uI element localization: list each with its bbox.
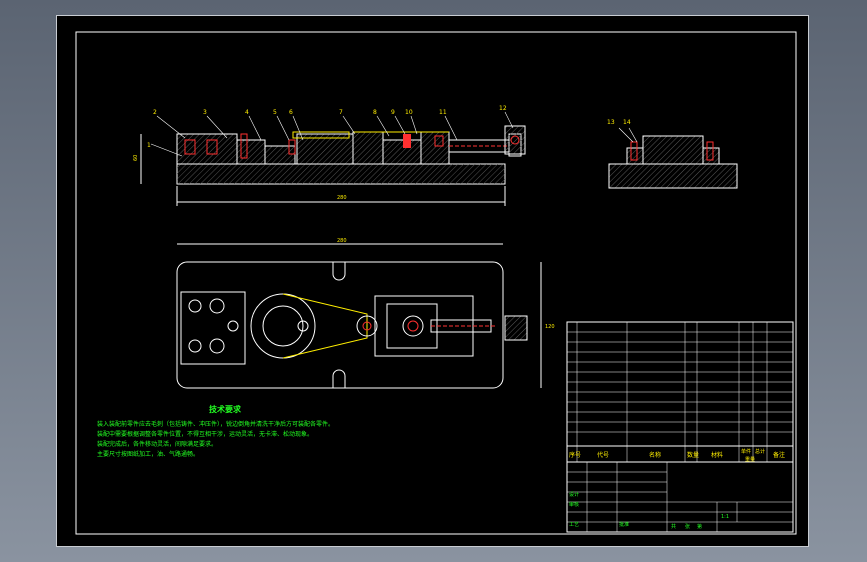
tech-req-line-3: 装配完成后，各件移动灵活，间隙满足要求。 bbox=[97, 440, 217, 448]
title-sheet-total: 共 bbox=[671, 523, 676, 530]
top-view: 280 120 bbox=[176, 238, 555, 389]
part-label-5: 5 bbox=[273, 109, 277, 116]
title-sheet-no: 第 bbox=[697, 523, 702, 530]
front-section-view: 280 60 bbox=[133, 111, 526, 206]
bom-header-unit-weight: 单件 bbox=[741, 448, 751, 455]
part-number-labels: 1 2 3 4 5 6 7 8 9 10 11 12 bbox=[147, 105, 507, 149]
technical-requirements: 技术要求 装入装配前零件应去毛刺（包括铸件、冲压件），锐边倒角并清洗干净后方可装… bbox=[97, 404, 334, 458]
svg-text:60: 60 bbox=[133, 155, 139, 161]
bom-header-material: 材料 bbox=[711, 451, 723, 459]
drawing-sheet: 280 60 1 2 3 4 5 6 7 8 9 10 11 12 bbox=[56, 15, 809, 547]
title-block: 设计 审核 工艺 批准 1:1 共 张 第 bbox=[566, 461, 794, 533]
part-label-11: 11 bbox=[439, 109, 447, 116]
bom-header-weight: 重量 bbox=[745, 456, 755, 463]
bom-header-name: 名称 bbox=[649, 451, 661, 459]
title-scale: 1:1 bbox=[721, 514, 729, 520]
part-label-8: 8 bbox=[373, 109, 377, 116]
tech-req-line-2: 装配中需要根据调整各零件位置，不得互相干涉，运动灵活，无卡滞、松动现象。 bbox=[97, 430, 313, 438]
side-section-view: 13 14 bbox=[607, 119, 738, 189]
cad-drawing: 280 60 1 2 3 4 5 6 7 8 9 10 11 12 bbox=[75, 31, 797, 535]
part-label-2: 2 bbox=[153, 109, 157, 116]
bom-header-code: 代号 bbox=[597, 451, 609, 459]
part-label-4: 4 bbox=[245, 109, 249, 116]
title-checker: 审核 bbox=[569, 501, 579, 508]
title-designer: 设计 bbox=[569, 491, 579, 498]
title-sheet-label: 张 bbox=[685, 523, 690, 530]
title-approve: 批准 bbox=[619, 521, 629, 528]
svg-text:280: 280 bbox=[337, 238, 347, 244]
bom-header-remark: 备注 bbox=[773, 451, 785, 459]
part-label-9: 9 bbox=[391, 109, 395, 116]
part-label-1: 1 bbox=[147, 142, 151, 149]
part-label-6: 6 bbox=[289, 109, 293, 116]
part-label-14: 14 bbox=[623, 119, 631, 126]
inner-frame bbox=[75, 31, 797, 535]
tech-req-line-4: 主要尺寸按图纸加工，油、气路通畅。 bbox=[97, 450, 199, 458]
bom-header-seq: 序号 bbox=[569, 451, 581, 459]
part-label-10: 10 bbox=[405, 109, 413, 116]
part-label-3: 3 bbox=[203, 109, 207, 116]
bom-header-total-weight: 总计 bbox=[755, 448, 765, 455]
bom-table: 序号 代号 名称 数量 材料 单件 总计 重量 备注 bbox=[566, 321, 794, 463]
title-process: 工艺 bbox=[569, 522, 579, 528]
tech-req-line-1: 装入装配前零件应去毛刺（包括铸件、冲压件），锐边倒角并清洗干净后方可装配各零件。 bbox=[97, 420, 334, 428]
part-label-13: 13 bbox=[607, 119, 615, 126]
part-label-7: 7 bbox=[339, 109, 343, 116]
part-label-12: 12 bbox=[499, 105, 507, 112]
bom-header-qty: 数量 bbox=[687, 451, 699, 459]
svg-text:280: 280 bbox=[337, 195, 347, 201]
svg-text:120: 120 bbox=[545, 324, 555, 330]
tech-req-title: 技术要求 bbox=[209, 404, 242, 414]
